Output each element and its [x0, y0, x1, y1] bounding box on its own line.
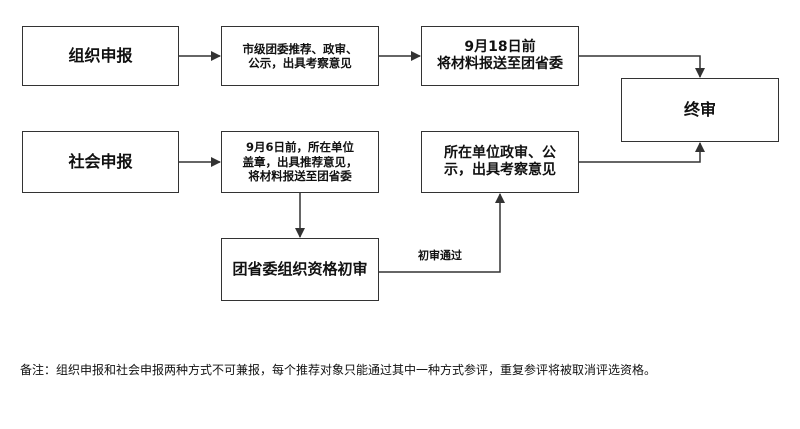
node-final-review: 终审 [621, 78, 779, 142]
edge-label-prelim-pass: 初审通过 [418, 249, 462, 262]
node-org-review-line-2: 公示，出具考察意见 [248, 56, 352, 70]
node-unit-review-line-2: 示，出具考察意见 [444, 162, 556, 178]
arrow-org-deadline-to-final [579, 55, 705, 78]
footnote-text: 备注：组织申报和社会申报两种方式不可兼报，每个推荐对象只能通过其中一种方式参评，… [20, 363, 657, 377]
arrow-unit-review-to-final [579, 142, 705, 163]
node-unit-review: 所在单位政审、公 示，出具考察意见 [421, 131, 579, 193]
node-prelim-review-text: 团省委组织资格初审 [232, 260, 368, 279]
node-final-review-text: 终审 [683, 100, 716, 119]
node-org-review: 市级团委推荐、政审、 公示，出具考察意见 [221, 26, 379, 86]
node-soc-apply: 社会申报 [22, 131, 179, 193]
node-soc-deadline: 9月6日前，所在单位 盖章，出具推荐意见， 将材料报送至团省委 [221, 131, 379, 193]
node-org-deadline: 9月18日前 将材料报送至团省委 [421, 26, 579, 86]
node-soc-deadline-line-2: 盖章，出具推荐意见， [242, 154, 358, 169]
node-soc-deadline-line-3: 将材料报送至团省委 [248, 169, 352, 184]
arrow-prelim-to-unit-review [379, 193, 505, 273]
node-soc-apply-text: 社会申报 [68, 152, 133, 171]
node-org-deadline-line-1: 9月18日前 [464, 38, 536, 55]
node-prelim-review: 团省委组织资格初审 [221, 238, 379, 301]
node-org-review-line-1: 市级团委推荐、政审、 [242, 41, 358, 56]
node-unit-review-line-1: 所在单位政审、公 [444, 144, 556, 161]
node-org-apply-text: 组织申报 [68, 46, 133, 65]
node-org-deadline-line-2: 将材料报送至团省委 [437, 56, 563, 72]
node-org-apply: 组织申报 [22, 26, 179, 86]
node-soc-deadline-line-1: 9月6日前，所在单位 [245, 140, 354, 155]
